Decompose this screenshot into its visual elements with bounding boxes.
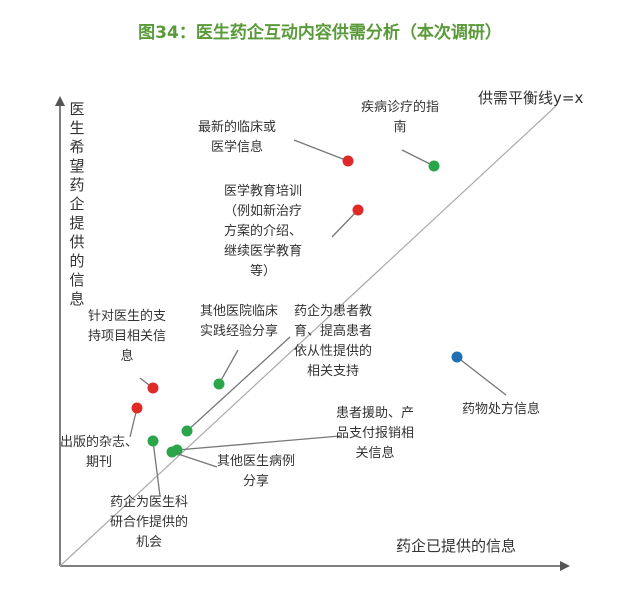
reference-line-label: 供需平衡线y=x xyxy=(478,89,584,107)
leader-line xyxy=(456,356,507,396)
leader-line xyxy=(176,435,341,451)
reference-line xyxy=(59,105,557,567)
point-label: 疾病诊疗的指 南 xyxy=(361,100,440,135)
y-axis-label: 医生希望药企提供的信息 xyxy=(69,100,85,308)
leader-line xyxy=(331,209,359,238)
data-point xyxy=(428,160,440,172)
point-label: 药物处方信息 xyxy=(462,402,541,417)
leader-line xyxy=(152,440,161,497)
data-point xyxy=(352,204,364,216)
leader-line xyxy=(186,336,291,432)
data-point xyxy=(342,155,354,167)
y-axis-arrow xyxy=(55,96,65,106)
data-point xyxy=(131,402,143,414)
data-point xyxy=(166,446,178,458)
point-label: 患者援助、产 品支付报销相 关信息 xyxy=(336,406,415,461)
data-point xyxy=(147,382,159,394)
chart-title: 图34：医生药企互动内容供需分析（本次调研） xyxy=(138,23,502,43)
data-point xyxy=(213,378,225,390)
data-point xyxy=(451,351,463,363)
data-point xyxy=(147,435,159,447)
point-label: 其他医院临床 实践经验分享 xyxy=(200,304,279,339)
x-axis-arrow xyxy=(560,561,570,571)
data-point xyxy=(181,425,193,437)
point-label: 其他医生病例 分享 xyxy=(217,454,296,489)
leader-line xyxy=(218,349,239,385)
leader-line xyxy=(401,149,435,167)
point-label: 医学教育培训 （例如新治疗 方案的介绍、 继续医学教育 等） xyxy=(224,184,303,279)
x-axis-label: 药企已提供的信息 xyxy=(396,537,517,555)
leader-line xyxy=(293,139,349,162)
point-label: 针对医生的支 持项目相关信 息 xyxy=(88,309,167,364)
point-label: 最新的临床或 医学信息 xyxy=(198,120,277,155)
leader-line xyxy=(171,451,218,468)
point-label: 药企为医生科 研合作提供的 机会 xyxy=(110,495,189,550)
point-label: 出版的杂志、 期刊 xyxy=(60,435,139,470)
point-label: 药企为患者教 育、提高患者 依从性提供的 相关支持 xyxy=(294,304,373,379)
